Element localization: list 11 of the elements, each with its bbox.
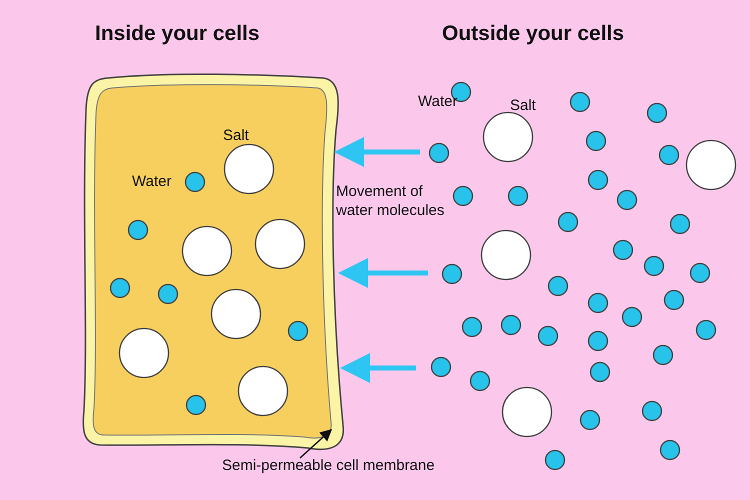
heading: Inside your cells (95, 22, 260, 46)
heading: Outside your cells (442, 22, 624, 46)
molecule-label: Salt (223, 126, 249, 145)
molecule-label: Salt (510, 96, 536, 115)
arrow (340, 353, 416, 383)
membrane-label: Semi-permeable cell membrane (222, 456, 435, 476)
molecule-label: Water (418, 92, 458, 111)
arrow (334, 137, 420, 167)
molecule-label: Water (132, 172, 172, 191)
caption: Movement of water molecules (336, 182, 446, 220)
arrow (338, 258, 428, 288)
